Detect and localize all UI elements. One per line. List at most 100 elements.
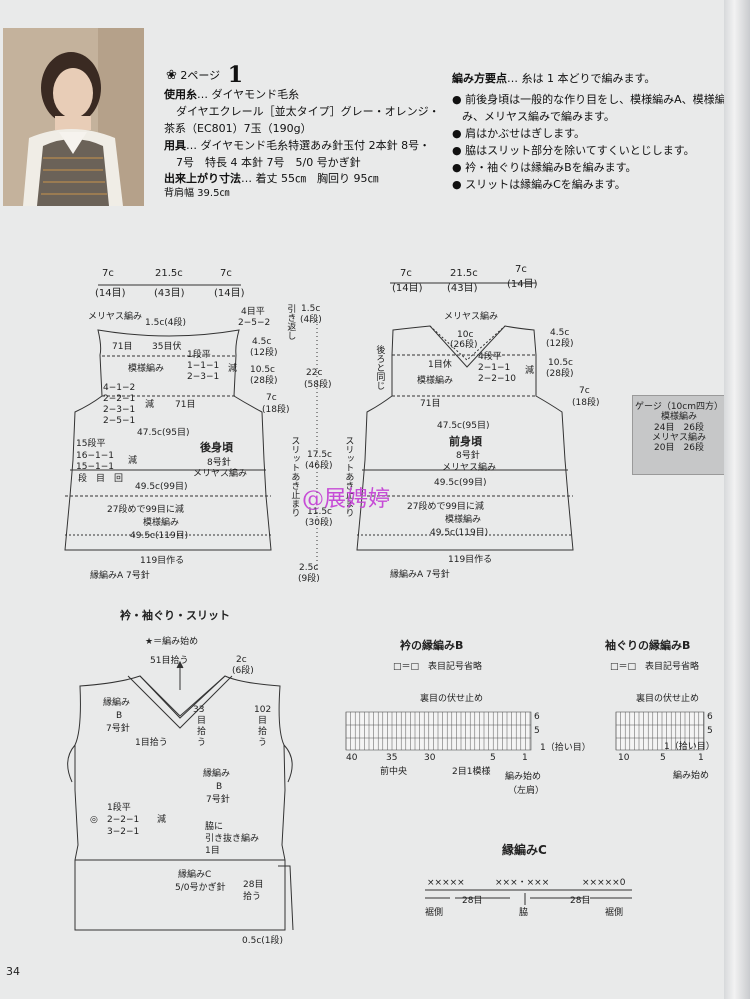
label: 縁編みA 7号針 xyxy=(90,571,150,581)
label: 2−1−1 xyxy=(478,363,511,373)
label: 拾う xyxy=(243,892,262,902)
label: 119目作る xyxy=(448,555,493,565)
label: 2−2−10 xyxy=(478,374,516,384)
label: 119目作る xyxy=(140,556,185,566)
dim: 17.5c xyxy=(307,450,332,460)
label: 編み始め xyxy=(673,771,710,781)
label: 102 xyxy=(254,705,272,715)
label: 28目 xyxy=(243,880,264,890)
label: スリットあき止まり xyxy=(343,436,354,517)
label: 4目平 xyxy=(241,307,265,317)
dim: 1.5c xyxy=(301,304,321,314)
page-ref: ❀ 2ページ 1 xyxy=(166,62,243,88)
size-line2: 背肩幅 39.5㎝ xyxy=(164,188,230,199)
label: 4段平 xyxy=(478,352,502,362)
label: 16−1−1 xyxy=(76,451,114,461)
label: メリヤス編み xyxy=(88,312,143,322)
back-bodice-title: 後身頃 xyxy=(200,441,233,454)
label: 脇 xyxy=(519,908,529,918)
label: 47.5c(95目) xyxy=(137,428,190,438)
gauge-row: 20目 26段 xyxy=(654,443,704,454)
tip-item: み、メリヤス編みで編みます。 xyxy=(462,110,615,123)
dot-icon: ◎ xyxy=(90,815,98,825)
dim: 7c xyxy=(400,268,412,279)
label: 2−5−2 xyxy=(238,318,271,328)
label: 減 xyxy=(525,366,535,376)
label: 2c xyxy=(236,655,247,665)
legend: □＝□ 表目記号省略 xyxy=(610,662,700,672)
label: (26段) xyxy=(450,340,478,350)
label: スリットあき止まり xyxy=(289,436,300,517)
dim: 7c xyxy=(102,268,114,279)
label: 3−2−1 xyxy=(107,827,140,837)
front-bodice-title: 前身頃 xyxy=(449,435,482,448)
label: 51目拾う xyxy=(150,656,189,666)
label: 2−3−1 xyxy=(103,405,136,415)
magazine-page: ❀ 2ページ 1 使用糸… ダイヤモンド毛糸 ダイヤエクレール［並太タイプ］グレ… xyxy=(0,0,724,999)
label: 5 xyxy=(707,726,713,736)
label: 縁編みA 7号針 xyxy=(390,570,450,580)
label: 2−2−1 xyxy=(107,815,140,825)
label: 脇に xyxy=(205,822,224,832)
dim: 21.5c xyxy=(155,268,183,279)
tip-item: ● 肩はかぶせはぎします。 xyxy=(452,127,586,140)
label: 引き抜き編み xyxy=(205,834,260,844)
yarn-line: 使用糸… ダイヤモンド毛糸 xyxy=(164,88,300,101)
label: ×××・××× xyxy=(495,878,550,888)
label: 1目 xyxy=(205,846,220,856)
label: う xyxy=(197,738,207,748)
label: 28目 xyxy=(462,896,483,906)
label: 2−2−1 xyxy=(103,394,136,404)
label: 1−1−1 xyxy=(187,361,220,371)
dim: (58段) xyxy=(304,380,332,390)
label: (6段) xyxy=(232,666,254,676)
gauge-row: 模様編み xyxy=(660,412,697,423)
dim: 7c xyxy=(220,268,232,279)
label: 2−3−1 xyxy=(187,372,220,382)
collar-b-grid xyxy=(345,711,532,751)
label: 裾側 xyxy=(425,908,444,918)
label: 40 xyxy=(346,753,358,763)
dim: 11.5c xyxy=(307,507,332,517)
label: 7c xyxy=(579,386,590,396)
label: 47.5c(95目) xyxy=(437,421,490,431)
dim: (14目) xyxy=(95,288,126,299)
label: 28目 xyxy=(570,896,591,906)
label: （左肩） xyxy=(508,786,545,796)
label: 模様編み xyxy=(143,518,180,528)
dim: (14目) xyxy=(507,279,538,290)
model-illustration xyxy=(3,28,144,206)
label: (12段) xyxy=(546,339,574,349)
label: 30 xyxy=(424,753,436,763)
label: 10.5c xyxy=(548,358,573,368)
collar-b-title: 衿の縁編みB xyxy=(400,639,464,652)
label: 模様編み xyxy=(445,515,482,525)
legend: □＝□ 表目記号省略 xyxy=(393,662,483,672)
label: 裾側 xyxy=(605,908,624,918)
label: (18段) xyxy=(262,405,290,415)
label: 拾 xyxy=(197,727,207,737)
back-bodice-outline xyxy=(64,329,272,551)
label: (28段) xyxy=(250,376,278,386)
label: 35 xyxy=(386,753,398,763)
label: メリヤス編み xyxy=(444,312,499,322)
label: 5 xyxy=(660,753,666,763)
label: 10c xyxy=(457,330,474,340)
label: 引き返し xyxy=(285,304,296,340)
label: 5 xyxy=(534,726,540,736)
dim: 22c xyxy=(306,368,323,378)
arm-b-title: 袖ぐりの縁編みB xyxy=(605,639,691,652)
arm-b-grid xyxy=(615,711,705,751)
label: 縁編みC xyxy=(178,870,212,880)
label: 7号針 xyxy=(106,724,130,734)
label: B xyxy=(116,711,123,721)
label: 拾 xyxy=(258,727,268,737)
label: 1目休 xyxy=(428,360,452,370)
label: 1目拾う xyxy=(135,738,168,748)
label: 10 xyxy=(618,753,630,763)
label: 71目 xyxy=(112,342,133,352)
label: 71目 xyxy=(175,400,196,410)
label: メリヤス編み xyxy=(193,469,248,479)
label: 編み始め xyxy=(505,772,542,782)
gauge-box: ゲージ（10cm四方） 模様編み 24目 26段 メリヤス編み 20目 26段 xyxy=(632,395,724,475)
